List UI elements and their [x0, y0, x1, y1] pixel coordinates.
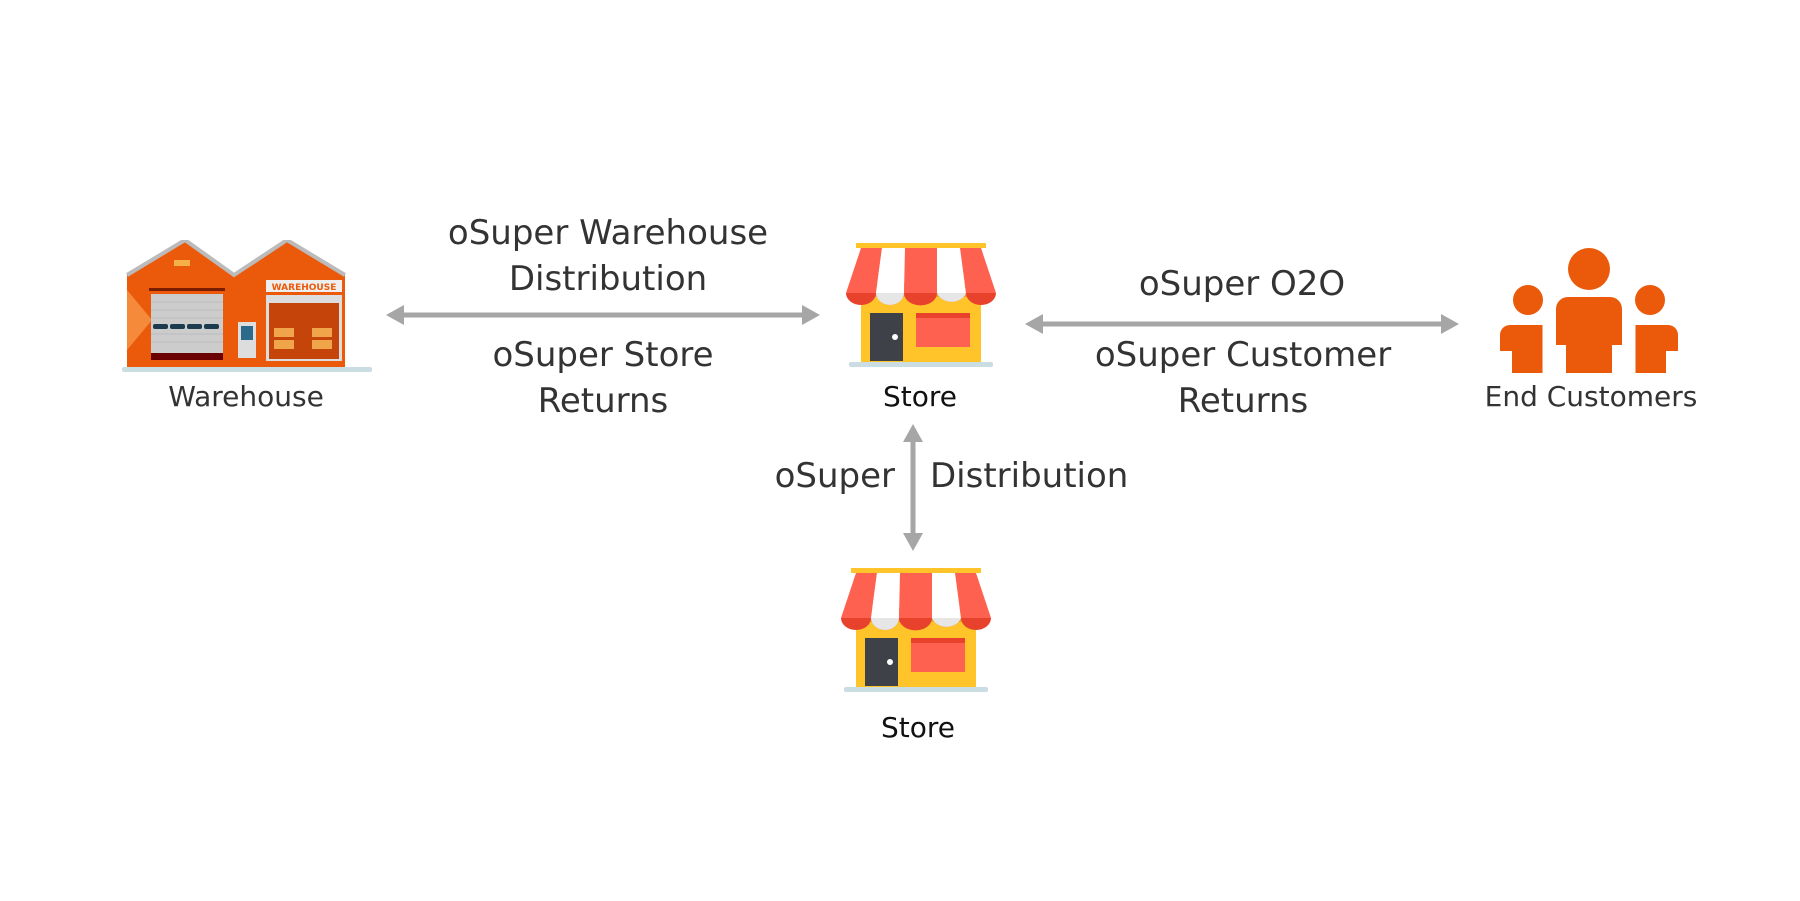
store-store-arrow [903, 424, 923, 551]
flow-line: Returns [537, 381, 669, 421]
store-main-label: Store [882, 380, 958, 413]
flow-line: Returns [1177, 381, 1309, 421]
flow-store-store-right: Distribution [930, 456, 1129, 496]
store-icon [841, 568, 991, 692]
flow-customer-returns: oSuper Customer Returns [1095, 332, 1391, 424]
flow-store-store-left: oSuper [774, 456, 895, 496]
people-icon [1500, 248, 1678, 373]
warehouse-store-arrow [386, 305, 820, 325]
store-customer-arrow [1025, 314, 1459, 334]
flow-line: oSuper Store [492, 335, 714, 375]
flow-warehouse-distribution: oSuper Warehouse Distribution [448, 210, 768, 302]
flow-line: Distribution [508, 259, 708, 299]
store-secondary-label: Store [880, 711, 956, 744]
flow-o2o: oSuper O2O [1139, 261, 1345, 307]
warehouse-icon: WAREHOUSE [122, 240, 372, 372]
warehouse-label: Warehouse [168, 380, 324, 413]
store-icon [846, 243, 996, 367]
flow-line: oSuper O2O [1138, 264, 1346, 304]
flow-line: oSuper Customer [1094, 335, 1392, 375]
flow-line: oSuper Warehouse [447, 213, 769, 253]
svg-text:WAREHOUSE: WAREHOUSE [272, 283, 337, 293]
customers-label: End Customers [1484, 380, 1698, 413]
flow-store-returns: oSuper Store Returns [492, 332, 713, 424]
